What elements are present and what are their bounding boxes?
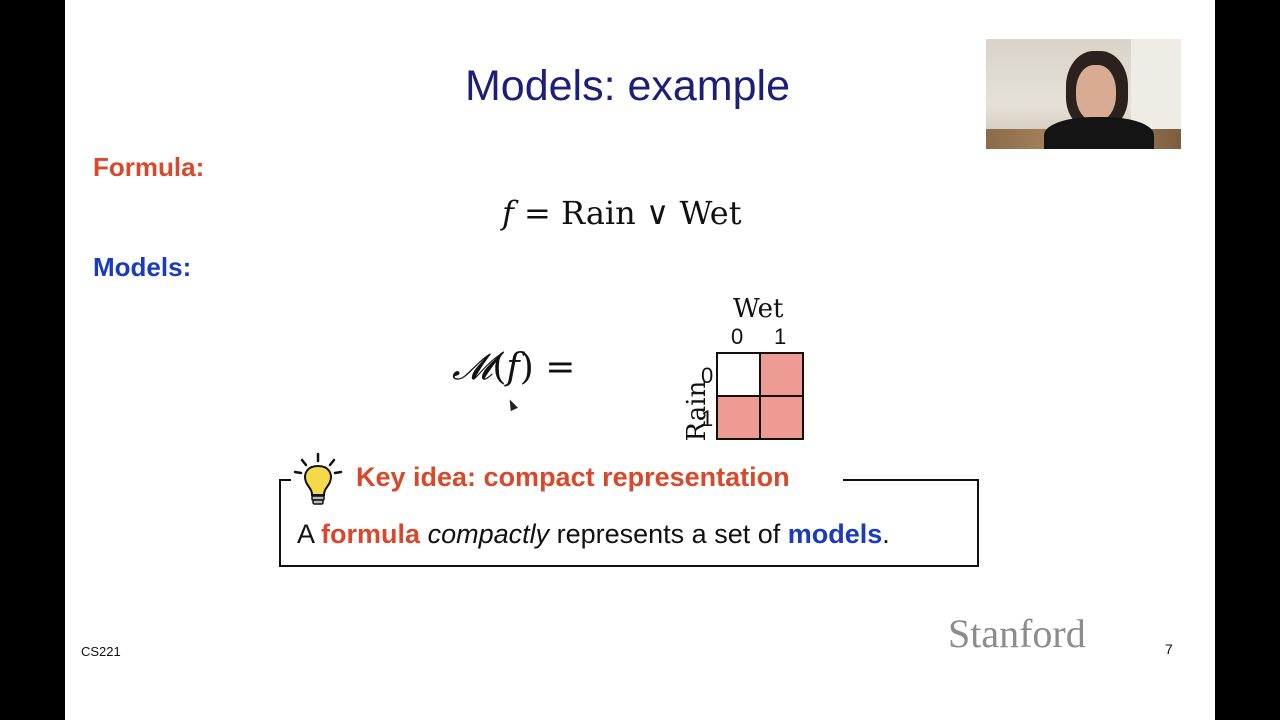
- key-idea-box: [279, 479, 979, 567]
- truth-table-column-title: Wet: [733, 294, 784, 324]
- course-code: CS221: [81, 644, 121, 659]
- body-term-compactly: compactly: [427, 519, 550, 549]
- webcam-person-face: [1076, 65, 1116, 121]
- models-close: ) =: [519, 347, 576, 388]
- truth-table-cell-r1-c0: [717, 396, 760, 439]
- truth-table-grid: [716, 352, 804, 440]
- key-idea-box-border-left: [279, 479, 291, 481]
- models-arg: f: [506, 347, 520, 388]
- truth-table-cell-r0-c1: [760, 353, 803, 396]
- body-text-a: A: [297, 519, 322, 549]
- body-space: [420, 519, 428, 549]
- lightbulb-icon: [293, 452, 343, 505]
- formula-eq-sign: =: [513, 194, 561, 232]
- models-equation: 𝓜(f) =: [452, 347, 575, 389]
- body-period: .: [882, 519, 890, 549]
- stanford-logo: Stanford: [948, 611, 1086, 656]
- truth-table-cell-r1-c1: [760, 396, 803, 439]
- models-open-paren: (: [492, 347, 507, 388]
- formula-lhs: f: [502, 194, 514, 232]
- models-symbol: 𝓜: [452, 347, 493, 388]
- body-term-models: models: [787, 519, 883, 549]
- key-idea-title: Key idea: compact representation: [356, 462, 790, 492]
- key-idea-box-border-right: [843, 479, 979, 481]
- webcam-person-shirt: [1044, 117, 1154, 149]
- key-idea-body: A formula compactly represents a set of …: [297, 519, 890, 550]
- mouse-cursor-icon: [506, 397, 518, 412]
- page-number: 7: [1165, 641, 1173, 657]
- models-label: Models:: [93, 252, 192, 282]
- formula-label: Formula:: [93, 152, 205, 182]
- truth-table-cell-r0-c0: [717, 353, 760, 396]
- row-tick-0: 0: [701, 363, 714, 388]
- slide-title: Models: example: [464, 62, 791, 110]
- webcam-video: [986, 39, 1181, 149]
- row-tick-1: 1: [701, 406, 714, 431]
- body-term-formula: formula: [321, 519, 421, 549]
- column-tick-1: 1: [774, 324, 787, 349]
- formula-equation: f = Rain ∨ Wet: [502, 194, 742, 232]
- formula-rhs: Rain ∨ Wet: [561, 194, 742, 232]
- column-tick-0: 0: [731, 324, 744, 349]
- body-text-middle: represents a set of: [549, 519, 788, 549]
